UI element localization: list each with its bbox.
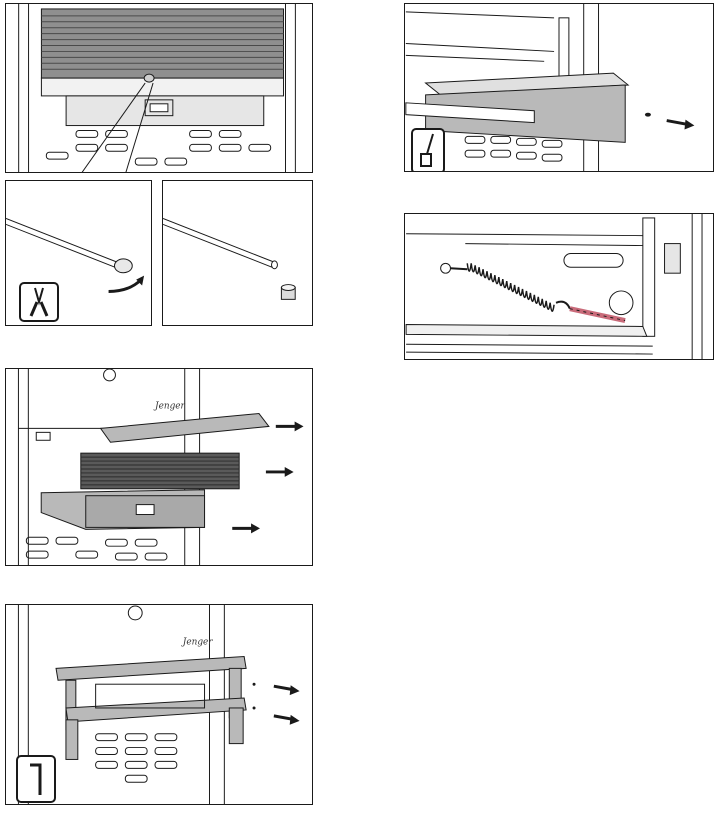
arrow-right-icon (265, 467, 294, 477)
arrow-right-icon (666, 119, 695, 130)
rail-removal-illustration: Jenger (17, 605, 300, 804)
cover-pin-illustration (18, 4, 296, 172)
figure-remove-rails: Jenger (5, 604, 313, 805)
pin-removal-illustration (6, 218, 145, 293)
figure-pin-nut (162, 180, 313, 326)
brand-mark: Jenger (153, 402, 186, 412)
arrow-right-icon (275, 421, 304, 432)
screwdriver-icon (411, 128, 445, 171)
pliers-icon (19, 282, 59, 322)
figure-spring (404, 213, 714, 360)
figure-cover-pin (5, 3, 313, 173)
drawer-removal-illustration: Jenger (17, 369, 304, 565)
figure-pull-panel (404, 3, 714, 172)
brand-mark: Jenger (181, 638, 214, 648)
panel-pull-illustration (405, 4, 695, 171)
arrow-right-icon (273, 684, 300, 696)
figure-remove-drawer: Jenger (5, 368, 313, 566)
arrow-right-icon (232, 523, 260, 534)
hex-key-icon (16, 755, 56, 803)
pin-nut-illustration (163, 218, 296, 300)
spring-detail-illustration (405, 214, 703, 359)
arrow-right-icon (273, 714, 300, 725)
figure-pin-pliers (5, 180, 152, 326)
